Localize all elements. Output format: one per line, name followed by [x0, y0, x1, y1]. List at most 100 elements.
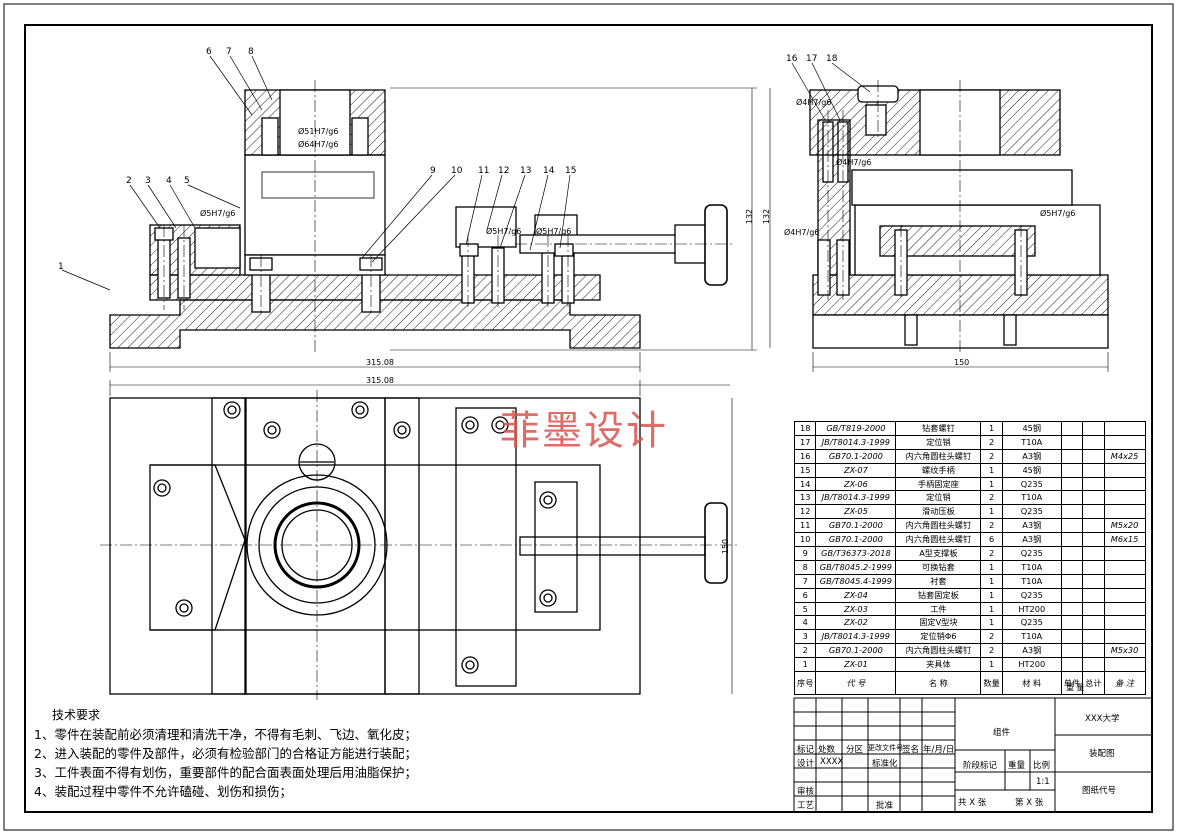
- bom-cell-code: JB/T8014.3-1999: [815, 434, 897, 450]
- bom-cell-name: 螺纹手柄: [895, 462, 982, 478]
- fit-d5-side: Ø5H7/g6: [1040, 209, 1076, 218]
- bom-cell-note: [1103, 587, 1146, 603]
- bom-cell-total: [1082, 643, 1105, 659]
- bom-cell-total: [1082, 490, 1105, 506]
- bom-cell-unit: [1060, 504, 1084, 520]
- tb-drawing-name: 装配图: [1089, 749, 1115, 759]
- outer-border: [3, 3, 1174, 831]
- tb-scale-value: 1:1: [1036, 777, 1050, 787]
- callout-13: 13: [520, 166, 532, 176]
- bom-cell-no: 18: [793, 421, 817, 436]
- tb-mark: 标记: [797, 745, 815, 755]
- bom-cell-note: [1103, 434, 1146, 450]
- side-base: [812, 274, 1109, 316]
- bom-cell-total: [1082, 448, 1105, 464]
- bom-header-qty: 数量: [980, 671, 1003, 696]
- bom-cell-code: ZX-01: [815, 657, 897, 673]
- bom-cell-qty: 1: [980, 587, 1003, 603]
- bom-cell-note: [1103, 490, 1146, 506]
- fit-d4-low: Ø4H7/g6: [784, 228, 820, 237]
- bom-header-row: 序号代 号名 称数量材 料单件总计备 注: [793, 671, 1146, 696]
- bom-cell-qty: 2: [980, 546, 1003, 561]
- bom-cell-note: [1103, 629, 1146, 645]
- bom-cell-note: [1103, 573, 1146, 589]
- callout-14: 14: [543, 166, 555, 176]
- bom-cell-name: 内六角圆柱头螺钉: [895, 518, 982, 534]
- callout-9: 9: [430, 166, 436, 176]
- dim-side-height: 132: [762, 208, 772, 225]
- callout-2: 2: [126, 176, 132, 186]
- bom-cell-note: [1103, 657, 1146, 673]
- bom-cell-material: Q235: [1001, 615, 1062, 631]
- tb-change-doc: 更改文件号: [868, 744, 903, 752]
- tb-scale: 比例: [1033, 761, 1051, 771]
- bom-cell-no: 4: [793, 615, 817, 631]
- bom-cell-code: GB/T819-2000: [815, 421, 897, 436]
- bom-cell-qty: 2: [980, 434, 1003, 450]
- tb-date: 年/月/日: [923, 745, 955, 755]
- bom-cell-note: M6x15: [1103, 532, 1146, 548]
- bom-cell-unit: [1060, 546, 1084, 561]
- tb-count: 处数: [818, 745, 836, 755]
- callout-17: 17: [806, 54, 818, 64]
- bom-cell-unit: [1060, 615, 1084, 631]
- bom-cell-qty: 1: [980, 462, 1003, 478]
- bom-cell-no: 13: [793, 490, 817, 506]
- bom-cell-no: 12: [793, 504, 817, 520]
- bom-cell-total: [1082, 601, 1105, 617]
- fit-d64: Ø64H7/g6: [298, 140, 339, 149]
- bom-cell-code: GB70.1-2000: [815, 518, 897, 534]
- bom-header-material: 材 料: [1001, 671, 1062, 696]
- bom-cell-material: HT200: [1001, 601, 1062, 617]
- bom-cell-no: 8: [793, 559, 817, 575]
- callout-16: 16: [786, 54, 798, 64]
- bom-header-no: 序号: [793, 671, 817, 696]
- bom-header-weight: 重 量: [1066, 683, 1085, 692]
- bom-cell-unit: [1060, 421, 1084, 436]
- bom-cell-code: GB/T8045.2-1999: [815, 559, 897, 575]
- callout-5: 5: [184, 176, 190, 186]
- requirement-1: 1、零件在装配前必须清理和清洗干净，不得有毛刺、飞边、氧化皮；: [34, 727, 417, 742]
- bom-cell-no: 11: [793, 518, 817, 534]
- bom-cell-note: [1103, 504, 1146, 520]
- bom-cell-qty: 1: [980, 573, 1003, 589]
- bom-cell-unit: [1060, 643, 1084, 659]
- bom-cell-no: 17: [793, 434, 817, 450]
- bom-cell-qty: 1: [980, 476, 1003, 492]
- bom-cell-total: [1082, 546, 1105, 561]
- bom-cell-qty: 2: [980, 448, 1003, 464]
- bom-cell-unit: [1060, 532, 1084, 548]
- bom-cell-name: 工件: [895, 601, 982, 617]
- bom-cell-note: [1103, 615, 1146, 631]
- bom-cell-code: GB70.1-2000: [815, 532, 897, 548]
- tb-weight: 重量: [1008, 761, 1026, 771]
- bom-header-code: 代 号: [815, 671, 897, 696]
- bom-cell-code: JB/T8014.3-1999: [815, 490, 897, 506]
- tb-approve: 批准: [876, 801, 894, 811]
- bom-cell-no: 3: [793, 629, 817, 645]
- dim-side-width: 150: [954, 358, 970, 367]
- dim-plan-width: 315.08: [366, 376, 394, 385]
- bom-cell-no: 7: [793, 573, 817, 589]
- bom-cell-unit: [1060, 462, 1084, 478]
- bom-cell-material: T10A: [1001, 559, 1062, 575]
- callout-6: 6: [206, 47, 212, 57]
- bom-cell-note: [1103, 601, 1146, 617]
- bom-cell-unit: [1060, 587, 1084, 603]
- bom-cell-no: 5: [793, 601, 817, 617]
- bom-cell-material: 45钢: [1001, 421, 1062, 436]
- inner-border: [24, 24, 1153, 813]
- bom-cell-no: 1: [793, 657, 817, 673]
- bom-cell-note: M5x20: [1103, 518, 1146, 534]
- bom-cell-material: A3钢: [1001, 518, 1062, 534]
